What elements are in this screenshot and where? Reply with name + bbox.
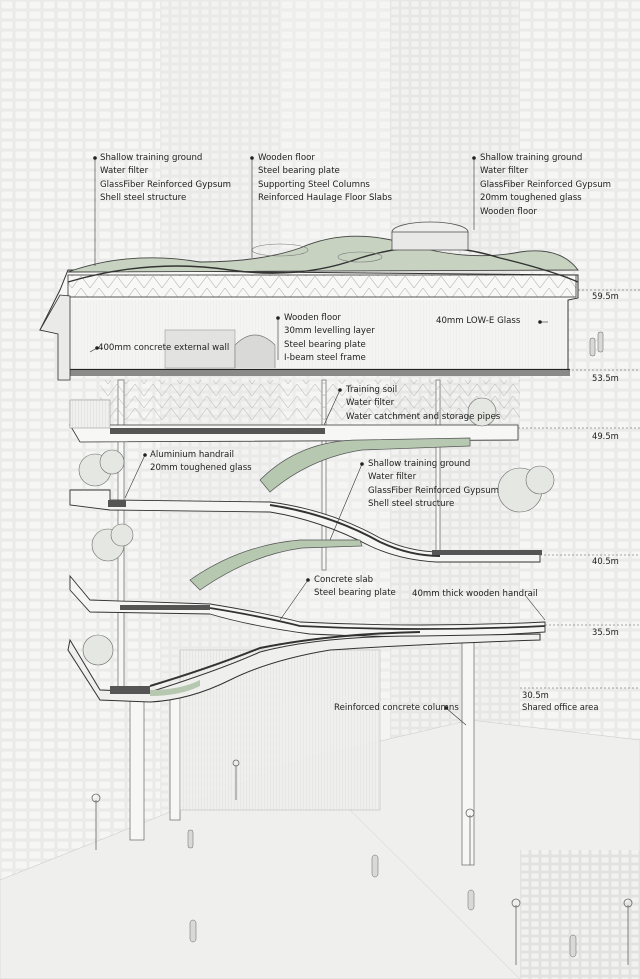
callout-line: I-beam steel frame — [284, 353, 366, 364]
level-label: 30.5m — [522, 690, 549, 700]
callout-line: GlassFiber Reinforced Gypsum — [480, 179, 612, 190]
callout-training-soil: Training soil Water filter Water catchme… — [346, 384, 500, 424]
callout-line: Steel bearing plate — [284, 339, 366, 350]
floor-30-5 — [67, 631, 541, 703]
callout-wall: 400mm concrete external wall — [98, 342, 229, 355]
callout-line: GlassFiber Reinforced Gypsum — [100, 179, 232, 190]
ramp-green-upper — [259, 437, 471, 493]
people — [187, 331, 604, 958]
callout-line: 40mm thick wooden handrail — [412, 589, 538, 599]
callout-line: GlassFiber Reinforced Gypsum — [368, 485, 500, 496]
callout-line: Wooden floor — [480, 206, 537, 217]
floor-49-5 — [69, 399, 519, 443]
top-floor-volume — [39, 269, 579, 376]
callout-line: Steel bearing plate — [314, 588, 396, 599]
floor-40-5 — [69, 489, 542, 563]
callout-line: Water filter — [346, 398, 395, 409]
floor-35-5 — [69, 574, 546, 638]
callout-line: Training soil — [346, 385, 398, 395]
callout-line: Shallow training ground — [100, 153, 203, 163]
level-label: 49.5m — [592, 431, 619, 441]
callout-line: 400mm concrete external wall — [98, 343, 230, 353]
callout-mid-ground: Shallow training ground Water filter Gla… — [368, 458, 499, 512]
level-label: 35.5m — [592, 627, 619, 637]
callout-line: Wooden floor — [258, 153, 315, 163]
level-lines — [518, 289, 640, 689]
level-label: 59.5m — [592, 291, 619, 301]
level-note: Shared office area — [522, 702, 599, 712]
callout-line: Water filter — [368, 472, 417, 483]
callout-concrete-slab: Concrete slab Steel bearing plate — [314, 574, 396, 601]
callout-handrail: Aluminium handrail 20mm toughened glass — [150, 449, 252, 476]
callout-line: 20mm toughened glass — [480, 193, 582, 204]
callout-line: Steel bearing plate — [258, 166, 340, 177]
callout-line: Shell steel structure — [100, 193, 187, 204]
callout-glass: 40mm LOW-E Glass — [436, 315, 520, 328]
trees — [78, 397, 555, 666]
callout-line: Shallow training ground — [480, 153, 583, 163]
callout-line: Shell steel structure — [368, 499, 455, 510]
callout-top-floor: Wooden floor 30mm levelling layer Steel … — [284, 312, 375, 366]
callout-line: Reinforced Haulage Floor Slabs — [258, 193, 392, 204]
roof-garden — [67, 221, 579, 283]
callout-roof-left: Shallow training ground Water filter Gla… — [100, 152, 231, 206]
callout-wooden-handrail: 40mm thick wooden handrail — [412, 588, 538, 601]
callout-line: Water catchment and storage pipes — [346, 411, 501, 422]
callout-leaders — [89, 158, 548, 726]
callout-roof-right: Shallow training ground Water filter Gla… — [480, 152, 611, 219]
callout-columns: Reinforced concrete columns — [334, 702, 459, 715]
callout-line: 20mm toughened glass — [150, 463, 252, 474]
level-label: 40.5m — [592, 556, 619, 566]
callout-line: Concrete slab — [314, 575, 374, 585]
callout-line: 40mm LOW-E Glass — [436, 316, 521, 326]
callout-line: Aluminium handrail — [150, 450, 235, 460]
level-label: 53.5m — [592, 373, 619, 383]
callout-line: Shallow training ground — [368, 459, 471, 469]
callout-line: Wooden floor — [284, 313, 341, 323]
callout-line: Water filter — [100, 166, 149, 177]
callout-line: Water filter — [480, 166, 529, 177]
street — [0, 719, 640, 979]
callout-line: Supporting Steel Columns — [258, 179, 370, 190]
ramp-green-mid — [189, 539, 363, 591]
callout-line: 30mm levelling layer — [284, 326, 375, 337]
street-lamps — [91, 759, 633, 965]
callout-roof-center: Wooden floor Steel bearing plate Support… — [258, 152, 392, 206]
callout-line: Reinforced concrete columns — [334, 703, 459, 713]
